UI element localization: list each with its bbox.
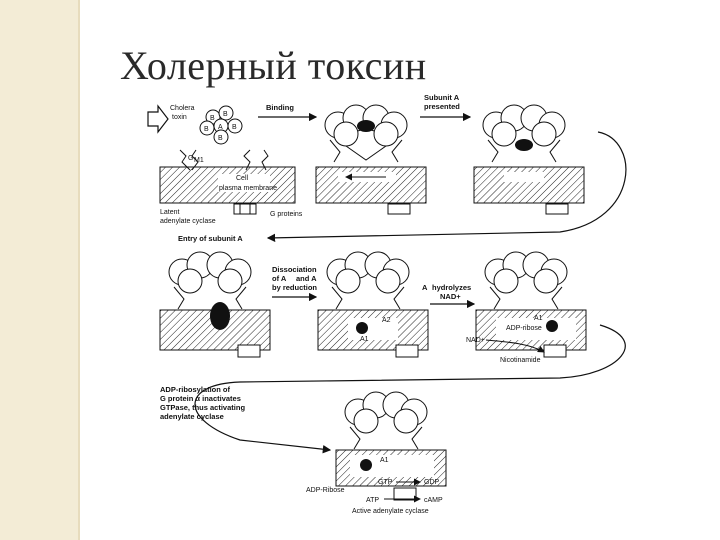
label-gdp: GDP <box>424 479 440 486</box>
label-hydrolyzes: hydrolyzes <box>432 283 471 292</box>
label-a1-small: A1 <box>534 315 543 322</box>
panel-active-cyclase: A1 <box>335 391 447 501</box>
label-atp: ATP <box>366 497 379 504</box>
toxin-complex <box>324 104 408 147</box>
label-camp: cAMP <box>424 497 443 504</box>
label-by-reduction: by reduction <box>272 283 317 292</box>
subunit-b-label: B <box>218 135 223 142</box>
label-a1-final: A1 <box>380 457 389 464</box>
label-adp-ribose-small: ADP-ribose <box>506 325 542 332</box>
label-cholera: Cholera <box>170 105 195 112</box>
label-and-a2: and A <box>296 274 317 283</box>
decorative-side-band <box>0 0 78 540</box>
panel-binding: Cholera toxin B B B A B B Binding G M1 C… <box>147 103 318 225</box>
label-nad-top: NAD+ <box>440 292 461 301</box>
label-ribosylation-1: ADP-ribosylation of <box>160 385 231 394</box>
label-ribosylation-2: G protein α inactivates <box>160 394 241 403</box>
label-gm1: G <box>188 155 193 162</box>
label-subunit-a: Subunit A <box>424 93 460 102</box>
label-gtp: GTP <box>378 479 393 486</box>
label-of-a1: of A <box>272 274 287 283</box>
subunit-b-label: B <box>223 111 228 118</box>
label-a1-hydrolyzes: A <box>422 283 428 292</box>
label-active-cyclase: Active adenylate cyclase <box>352 508 429 515</box>
decorative-side-line <box>78 0 80 540</box>
subunit-b-label: B <box>204 126 209 133</box>
panel-hydrolysis: A1 ADP-ribose <box>475 251 587 358</box>
toxin-subunits: B B B A B B <box>199 105 243 145</box>
label-binding: Binding <box>266 103 294 112</box>
subunit-a-label: A <box>218 124 223 131</box>
label-nicotinamide: Nicotinamide <box>500 357 541 364</box>
subunit-b-label: B <box>232 124 237 131</box>
label-adp-ribose: ADP-Ribose <box>306 487 345 494</box>
subunit-b-label: B <box>210 115 215 122</box>
slide-title: Холерный токсин <box>120 43 427 88</box>
label-toxin: toxin <box>172 114 187 121</box>
label-gm1-sub: M1 <box>194 157 204 164</box>
label-dissociation: Dissociation <box>272 265 317 274</box>
panel-entry <box>159 251 271 358</box>
start-arrow-icon <box>147 104 169 134</box>
label-a1: A1 <box>360 336 369 343</box>
label-a2: A2 <box>382 317 391 324</box>
label-ribosylation-3: GTPase, thus activating <box>160 403 245 412</box>
label-latent: Latent <box>160 209 180 216</box>
label-cell: Cell <box>236 175 249 182</box>
panel-a-inserted <box>473 104 585 215</box>
label-ribosylation-4: adenylate cyclase <box>160 412 224 421</box>
label-g-proteins: G proteins <box>270 211 303 218</box>
label-presented: presented <box>424 102 460 111</box>
panel-subunit-presented <box>315 104 427 215</box>
label-plasma-membrane: plasma membrane <box>219 185 277 192</box>
label-adenylate-cyclase: adenylate cyclase <box>160 218 216 225</box>
panel-dissociation: A2 A1 <box>317 251 429 358</box>
label-nad-left: NAD+ <box>466 337 485 344</box>
label-entry: Entry of subunit A <box>178 234 243 243</box>
